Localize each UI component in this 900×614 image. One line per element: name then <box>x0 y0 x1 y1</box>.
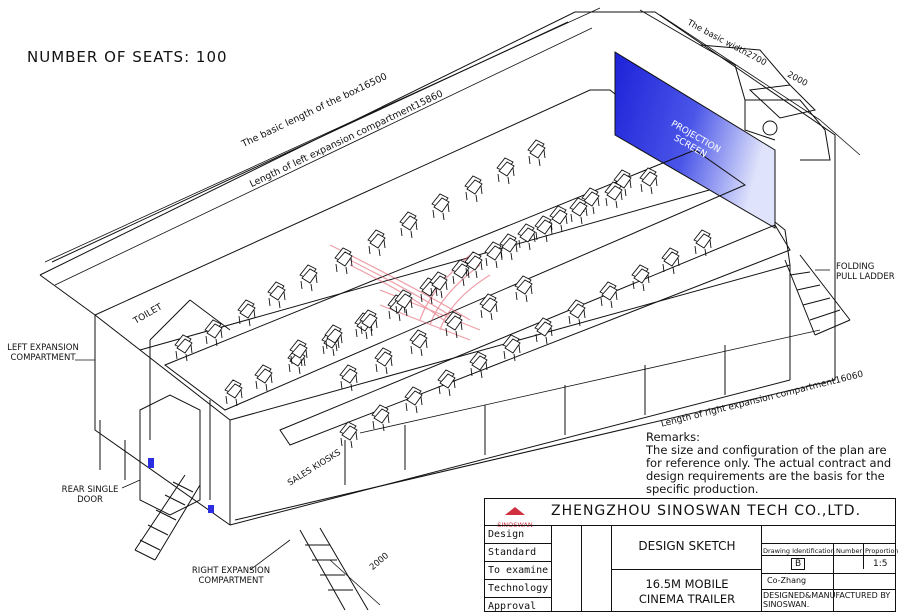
truck-cab <box>639 9 831 161</box>
row-approval: Approval <box>485 597 551 612</box>
seats-count-title: NUMBER OF SEATS: 100 <box>27 48 228 66</box>
trailer-outline <box>39 11 836 526</box>
dimension-lines <box>44 7 861 606</box>
seating-platform <box>163 149 791 446</box>
folding-pull-ladder-label: FOLDING PULL LADDER <box>836 262 895 282</box>
watermark-logo <box>329 244 491 341</box>
right-stairs <box>299 527 369 611</box>
manufacturer-note: DESIGNED&MANUFACTURED BY SINOSWAN. <box>763 591 891 609</box>
number-label: Number <box>836 547 863 555</box>
company-name: ZHENGZHOU SINOSWAN TECH CO.,LTD. <box>551 503 862 519</box>
right-expansion-compartment-label: RIGHT EXPANSION COMPARTMENT <box>191 566 271 586</box>
product-name-line2: CINEMA TRAILER <box>638 592 736 606</box>
rear-door <box>139 394 214 516</box>
designer-name: Co-Zhang <box>767 576 807 585</box>
leader-lines <box>75 269 830 571</box>
proportion-label: Proportion <box>865 547 899 555</box>
row-standard: Standard <box>485 543 551 561</box>
row-to-examine: To examine <box>485 561 551 579</box>
remarks-text: The size and configuration of the plan a… <box>646 443 892 496</box>
swan-logo-icon <box>505 507 525 515</box>
rear-single-door-label: REAR SINGLE DOOR <box>61 485 119 505</box>
design-sketch-label: DESIGN SKETCH <box>638 539 736 553</box>
seat-block-left <box>174 139 632 407</box>
folding-pull-ladder <box>784 254 851 336</box>
left-expansion-compartment-label: LEFT EXPANSION COMPARTMENT <box>7 343 79 363</box>
product-name-line1: 16.5M MOBILE <box>645 577 729 591</box>
rear-stairs <box>134 474 201 561</box>
remarks-note: Remarks: The size and configuration of t… <box>646 431 896 496</box>
projection-screen <box>614 51 776 229</box>
row-design: Design <box>485 525 551 543</box>
row-technology: Technology <box>485 579 551 597</box>
remarks-heading: Remarks: <box>646 430 701 444</box>
title-block: SINOSWAN ZHENGZHOU SINOSWAN TECH CO.,LTD… <box>484 498 899 612</box>
drawing-id-value: B <box>791 558 806 570</box>
company-logo: SINOSWAN <box>489 502 541 529</box>
proportion-value: 1:5 <box>873 559 888 569</box>
drawing-id-label: Drawing Identification <box>763 547 835 555</box>
